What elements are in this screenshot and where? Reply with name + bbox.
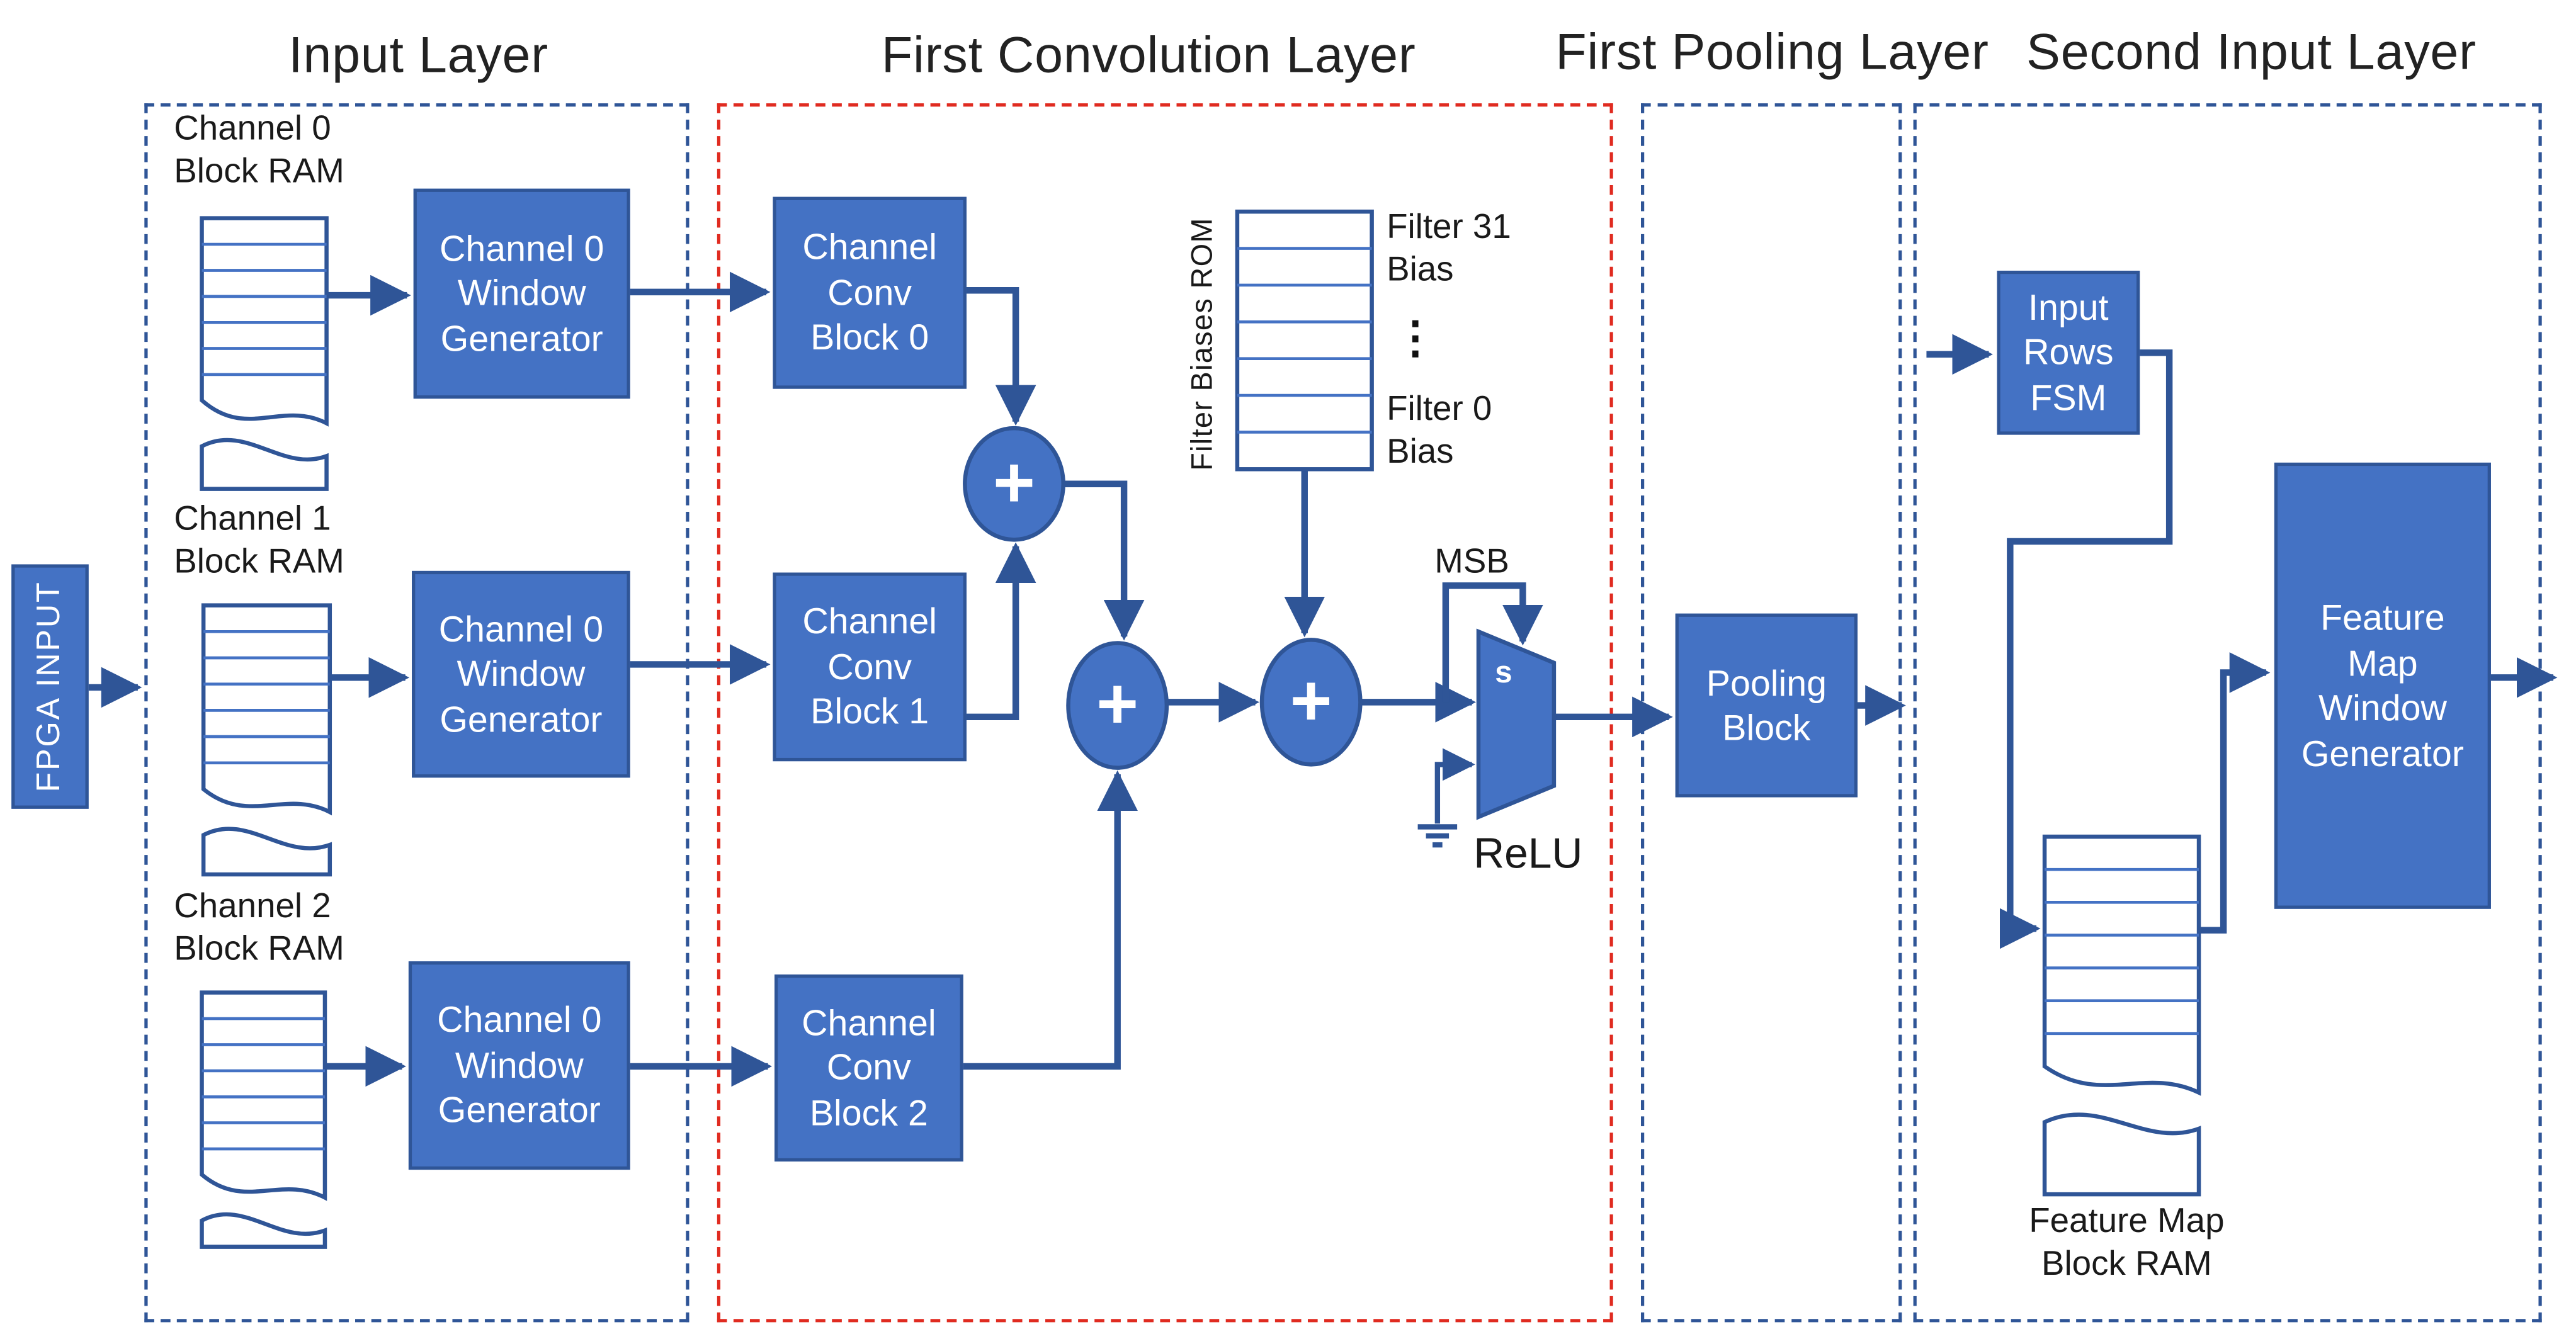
wires-group: [88, 271, 2558, 1087]
input-layer-container: [144, 103, 689, 1323]
channel1-block-ram-icon: [201, 603, 332, 877]
input-rows-fsm-block: Input Rows FSM: [1997, 270, 2140, 435]
adder1-circle: [963, 426, 1065, 542]
relu-mux-shape: [1476, 628, 1557, 820]
wire-fsm-to-featuremap-ram: [1999, 349, 2173, 949]
adder3-circle: [1259, 638, 1363, 767]
conv-block-0: Channel Conv Block 0: [773, 196, 967, 389]
msb-label: MSB: [1434, 543, 1509, 581]
wire-ground-to-mux: [1434, 748, 1475, 824]
wire-featuremap-ram-to-fm-generator: [2199, 652, 2271, 934]
filter-biases-rom-icon: [1235, 209, 1374, 472]
feature-map-window-generator-block: Feature Map Window Generator: [2274, 462, 2491, 909]
title-input-layer: Input Layer: [288, 26, 548, 84]
pooling-block: Pooling Block: [1675, 613, 1858, 798]
rom-ellipsis-icon: ⋮: [1393, 313, 1438, 363]
adder3-plus-icon: +: [1290, 661, 1332, 742]
title-second-input-layer: Second Input Layer: [2026, 23, 2477, 81]
wire-adder1-to-adder2: [1062, 480, 1145, 641]
fpga-input-label: FPGA INPUT: [31, 580, 67, 793]
wire-convblock0-to-adder1: [966, 287, 1036, 426]
fpga-input-block: FPGA INPUT: [11, 564, 89, 809]
filter-biases-rom-side-label: Filter Biases ROM: [1185, 217, 1218, 471]
mux-select-label: s: [1495, 656, 1512, 691]
title-first-convolution-layer: First Convolution Layer: [881, 26, 1416, 84]
wire-msb-tap-to-mux-select: [1442, 582, 1543, 703]
wire-convblock1-to-adder1: [966, 542, 1036, 721]
adder1-plus-icon: +: [992, 443, 1035, 524]
channel1-ram-label: Channel 1 Block RAM: [174, 500, 344, 580]
channel0-ram-label: Channel 0 Block RAM: [174, 110, 344, 190]
window-generator-2: Channel 0 Window Generator: [408, 961, 630, 1170]
feature-map-block-ram-icon: [2042, 834, 2201, 1197]
window-generator-1: Channel 0 Window Generator: [412, 570, 630, 778]
adder2-circle: [1066, 641, 1169, 770]
filter0-bias-label: Filter 0 Bias: [1387, 390, 1492, 470]
second-input-layer-container: [1913, 103, 2542, 1323]
filter31-bias-label: Filter 31 Bias: [1387, 208, 1511, 288]
ground-icon: [1417, 824, 1458, 848]
channel2-block-ram-icon: [200, 990, 327, 1249]
conv-block-2: Channel Conv Block 2: [775, 974, 963, 1162]
conv-block-1: Channel Conv Block 1: [773, 572, 967, 762]
wire-convblock2-to-adder2: [963, 770, 1138, 1070]
first-convolution-layer-container: [717, 103, 1613, 1323]
channel0-block-ram-icon: [200, 216, 329, 491]
relu-label: ReLU: [1473, 828, 1583, 878]
feature-map-ram-label: Feature Map Block RAM: [2029, 1202, 2225, 1282]
channel2-ram-label: Channel 2 Block RAM: [174, 887, 344, 968]
adder2-plus-icon: +: [1096, 664, 1139, 745]
title-first-pooling-layer: First Pooling Layer: [1555, 23, 1989, 81]
window-generator-0: Channel 0 Window Generator: [413, 188, 630, 399]
